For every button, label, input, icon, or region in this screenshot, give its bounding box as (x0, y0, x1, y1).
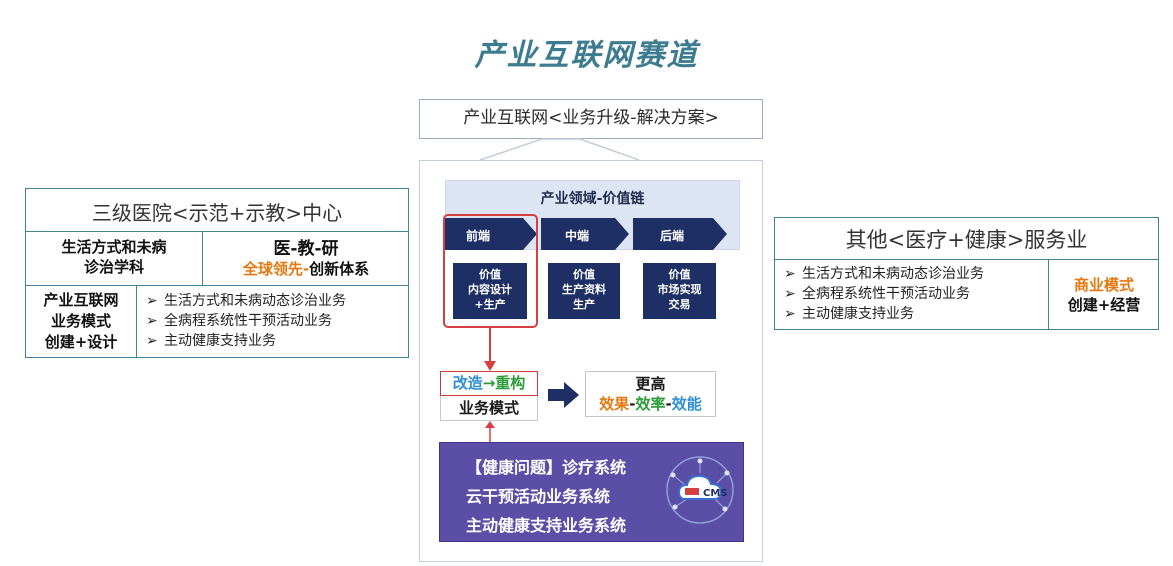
list-item-text: 全病程系统性干预活动业务 (164, 313, 332, 329)
higher-terms: 效果-效率-效能 (586, 394, 715, 414)
right-bullet-list: ➢ 生活方式和未病动态诊治业务 ➢ 全病程系统性干预活动业务 ➢ 主动健康支持业务 (784, 264, 984, 324)
stage-label-front: 前端 (466, 229, 491, 243)
business-model-cell: 商业模式 创建+经营 (1050, 276, 1158, 315)
cell-line: 创建+经营 (1067, 295, 1141, 314)
right-card-title: 其他<医疗+健康>服务业 (845, 228, 1088, 252)
right-card (774, 217, 1159, 330)
divider (136, 285, 137, 358)
divider (25, 231, 409, 232)
stage-label-back: 后端 (660, 229, 685, 243)
list-item-text: 生活方式和未病动态诊治业务 (164, 293, 346, 309)
left-bullet-list: ➢ 生活方式和未病动态诊治业务 ➢ 全病程系统性干预活动业务 ➢ 主动健康支持业务 (146, 291, 346, 351)
value-chain-title: 产业领域-价值链 (540, 191, 645, 207)
cell-line: 生活方式和未病 (61, 238, 167, 256)
system-line: 主动健康支持业务系统 (466, 516, 627, 535)
front-stage-highlight (443, 214, 538, 328)
right-arrow-icon (548, 382, 579, 408)
cloud-cms-logo-icon: CMS (666, 456, 734, 524)
value-line: 内容设计 (468, 282, 512, 296)
separator: - (665, 395, 672, 413)
list-item-text: 生活方式和未病动态诊治业务 (802, 266, 984, 282)
list-item-text: 全病程系统性干预活动业务 (802, 286, 970, 302)
bullet-arrow-icon: ➢ (146, 313, 158, 329)
remodel-text: 改造 (452, 374, 483, 392)
list-item-text: 主动健康支持业务 (802, 306, 914, 322)
efficacy-text: 效能 (671, 395, 702, 413)
cell-line: 诊治学科 (83, 257, 144, 276)
stage-arrow-middle (541, 218, 629, 250)
value-line: 交易 (668, 297, 691, 311)
efficiency-text: 效率 (635, 395, 666, 413)
bullet-arrow-icon: ➢ (784, 286, 796, 302)
stage-arrow-front (445, 218, 537, 250)
value-line: 市场实现 (657, 282, 702, 296)
system-line: 【健康问题】诊疗系统 (466, 458, 627, 477)
medical-education-research: 医-教-研 全球领先-创新体系 (204, 238, 408, 280)
right-arrow-icon: → (482, 374, 496, 392)
cell-line: 商业模式 (1073, 276, 1134, 294)
value-line: 价值 (479, 268, 501, 281)
business-model-label: 业务模式 (440, 396, 538, 421)
remodel-box: 改造→重构 (440, 371, 538, 396)
global-leading-text: 全球领先- (242, 260, 310, 279)
effect-text: 效果 (599, 395, 630, 413)
bullet-arrow-icon: ➢ (146, 293, 158, 309)
industry-internet-model: 产业互联网 业务模式 创建+设计 (27, 290, 135, 353)
logo-text: CMS (703, 488, 728, 499)
lifestyle-discipline: 生活方式和未病 诊治学科 (27, 238, 201, 277)
cell-line: 产业互联网 (43, 291, 119, 309)
divider (25, 285, 409, 286)
list-item: ➢ 生活方式和未病动态诊治业务 (784, 264, 984, 284)
top-box-connector (479, 138, 640, 161)
stage-label-middle: 中端 (565, 229, 590, 243)
value-box-back: 价值 市场实现 交易 (643, 263, 716, 319)
cell-line: 创建+设计 (44, 333, 118, 351)
left-card (25, 188, 409, 358)
down-arrow (484, 328, 496, 371)
value-line: 价值 (668, 268, 691, 281)
bullet-arrow-icon: ➢ (784, 266, 796, 282)
system-line: 云干预活动业务系统 (466, 487, 611, 506)
list-item: ➢ 全病程系统性干预活动业务 (784, 284, 984, 304)
rebuild-text: 重构 (495, 374, 526, 392)
cell-line: 业务模式 (50, 312, 111, 330)
separator: - (629, 395, 636, 413)
higher-outcome-box: 更高 效果-效率-效能 (585, 371, 716, 417)
left-card-title: 三级医院<示范+示教>中心 (91, 201, 343, 225)
stage-arrow-back (633, 218, 727, 250)
value-line: 价值 (573, 268, 595, 281)
divider (1048, 259, 1049, 330)
list-item: ➢ 主动健康支持业务 (784, 304, 984, 324)
higher-title: 更高 (635, 375, 666, 393)
up-arrow (485, 421, 495, 442)
list-item: ➢ 全病程系统性干预活动业务 (146, 311, 346, 331)
cell-line: 医-教-研 (273, 239, 339, 259)
value-line: +生产 (474, 297, 506, 311)
page-title: 产业互联网赛道 (474, 38, 699, 73)
bullet-arrow-icon: ➢ (146, 333, 158, 349)
value-line: 生产 (573, 297, 595, 311)
value-box-middle: 价值 生产资料 生产 (548, 263, 620, 319)
value-line: 生产资料 (562, 282, 606, 296)
list-item: ➢ 生活方式和未病动态诊治业务 (146, 291, 346, 311)
divider (774, 259, 1159, 260)
list-item-text: 主动健康支持业务 (164, 333, 276, 349)
list-item: ➢ 主动健康支持业务 (146, 331, 346, 351)
innovation-system-text: 创新体系 (309, 260, 370, 279)
divider (202, 231, 203, 285)
value-box-front: 价值 内容设计 +生产 (453, 263, 527, 319)
top-solution-box: 产业互联网<业务升级-解决方案> (419, 99, 763, 139)
bullet-arrow-icon: ➢ (784, 306, 796, 322)
